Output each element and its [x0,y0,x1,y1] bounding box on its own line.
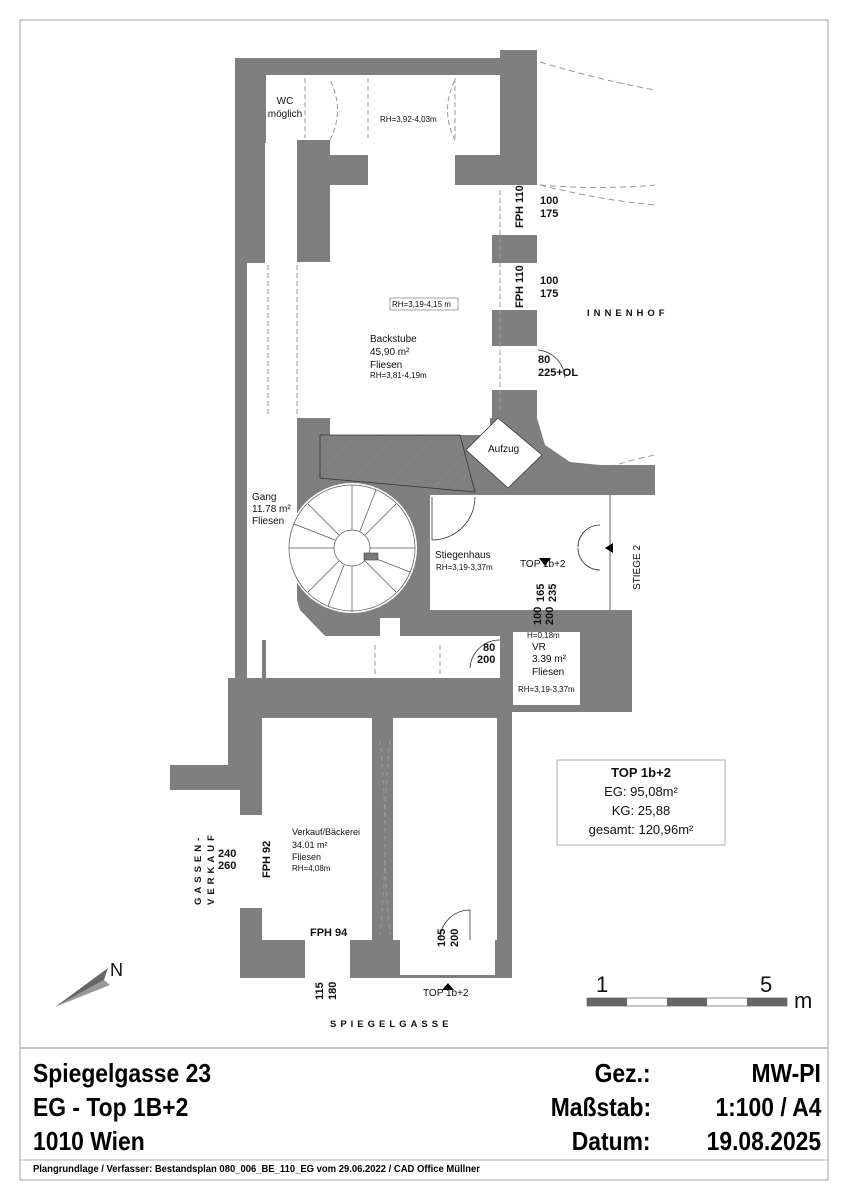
room-vr: H=0,18m VR 3.39 m² Fliesen RH=3,19-3,37m [518,631,575,694]
svg-text:RH=3,81-4,19m: RH=3,81-4,19m [370,371,427,380]
door-dim: 165 [535,584,547,602]
street-sale-label: GASSEN- [193,834,204,905]
svg-text:3.39 m²: 3.39 m² [532,654,567,665]
svg-text:11.78 m²: 11.78 m² [252,504,291,515]
svg-text:Gang: Gang [252,492,276,503]
svg-text:gesamt: 120,96m²: gesamt: 120,96m² [589,822,694,837]
title-address: Spiegelgasse 23 [33,1058,212,1088]
window-type: FPH 94 [310,927,348,939]
entry-arrow-icon [539,558,551,566]
hatched-void [319,434,476,493]
street-label: SPIEGELGASSE [330,1019,452,1030]
room-stiegenhaus: Stiegenhaus RH=3,19-3,37m [435,550,493,572]
window-height: 175 [540,288,558,300]
svg-text:N: N [110,960,123,980]
room-height-label: RH=3,19-4,15 m [392,300,451,309]
door-width: 80 [483,642,495,654]
svg-text:5: 5 [760,972,772,997]
door-height: 200 [477,654,495,666]
window-type: FPH 110 [514,265,526,308]
room-wc: WC möglich [268,96,302,120]
svg-text:Fliesen: Fliesen [252,516,284,527]
svg-text:KG: 25,88: KG: 25,88 [612,803,671,818]
entry-arrow-icon [442,983,454,990]
window-height: 180 [327,982,339,1000]
window-type: FPH 110 [514,185,526,228]
room-verkauf: Verkauf/Bäckerei 34.01 m² Fliesen RH=4,0… [292,827,360,873]
svg-text:EG: 95,08m²: EG: 95,08m² [604,784,678,799]
svg-text:m: m [794,988,812,1013]
door-swings [431,349,611,941]
date-value: 19.08.2025 [706,1126,821,1156]
room-aufzug: Aufzug [488,444,519,455]
svg-text:Fliesen: Fliesen [292,852,321,862]
door-height: 200 [449,929,461,947]
vault-lines [267,78,501,936]
drawn-by-value: MW-PI [751,1058,821,1088]
scale-bar: 1 5 m [586,972,812,1013]
svg-text:Backstube: Backstube [370,334,417,345]
window-height: 175 [540,208,558,220]
door-dim: 235 [547,584,559,602]
svg-text:RH=3,19-3,37m: RH=3,19-3,37m [518,685,575,694]
svg-text:RH=4,08m: RH=4,08m [292,864,331,873]
street-sale-label: VERKAUF [206,831,217,905]
room-backstube: Backstube 45,90 m² Fliesen RH=3,81-4,19m [370,334,427,380]
door-width: 80 [538,354,550,366]
entry-arrow-icon [605,543,613,553]
date-label: Datum: [572,1126,651,1156]
svg-text:VR: VR [532,642,546,653]
svg-text:Fliesen: Fliesen [370,360,402,371]
svg-text:WC: WC [277,96,294,107]
staircase-2-label: STIEGE 2 [632,545,643,590]
svg-text:möglich: möglich [268,109,302,120]
window-width: 100 [540,195,558,207]
svg-text:45,90 m²: 45,90 m² [370,347,410,358]
drawn-by-label: Gez.: [595,1058,651,1088]
north-arrow-icon: N [55,960,123,1007]
title-city: 1010 Wien [33,1126,145,1156]
svg-text:H=0,18m: H=0,18m [527,631,560,640]
title-unit: EG - Top 1B+2 [33,1092,189,1122]
window-width: 115 [314,982,326,1000]
unit-area-summary: TOP 1b+2 EG: 95,08m² KG: 25,88 gesamt: 1… [556,759,726,846]
courtyard-dashes [539,61,656,496]
scale-label: Maßstab: [550,1092,651,1122]
courtyard-label: INNENHOF [587,308,669,319]
door-dim: 100 [532,607,544,625]
plan-source-footer: Plangrundlage / Verfasser: Bestandsplan … [33,1163,480,1175]
window-type: FPH 92 [261,841,273,878]
door-height: 225+OL [538,367,578,379]
window-width: 100 [540,275,558,287]
spiral-staircase[interactable] [288,484,416,612]
window-width: 240 [218,848,236,860]
room-gang: Gang 11.78 m² Fliesen [252,492,291,527]
scale-value: 1:100 / A4 [715,1092,821,1122]
svg-text:Fliesen: Fliesen [532,667,564,678]
room-height-box [389,297,459,311]
page-frame [19,19,829,1181]
door-width: 105 [436,929,448,947]
svg-text:34.01 m²: 34.01 m² [292,840,328,850]
window-height: 260 [218,860,236,872]
unit-entry-label: TOP 1b+2 [423,988,469,999]
door-dim: 200 [544,607,556,625]
unit-entry-label: TOP 1b+2 [520,559,566,570]
elevator-shaft [465,417,543,489]
svg-text:Verkauf/Bäckerei: Verkauf/Bäckerei [292,827,360,837]
svg-text:1: 1 [596,972,608,997]
svg-text:TOP 1b+2: TOP 1b+2 [611,765,671,780]
svg-text:RH=3,19-3,37m: RH=3,19-3,37m [436,563,493,572]
room-height-label: RH=3,92-4,03m [380,115,437,124]
svg-text:Stiegenhaus: Stiegenhaus [435,550,491,561]
